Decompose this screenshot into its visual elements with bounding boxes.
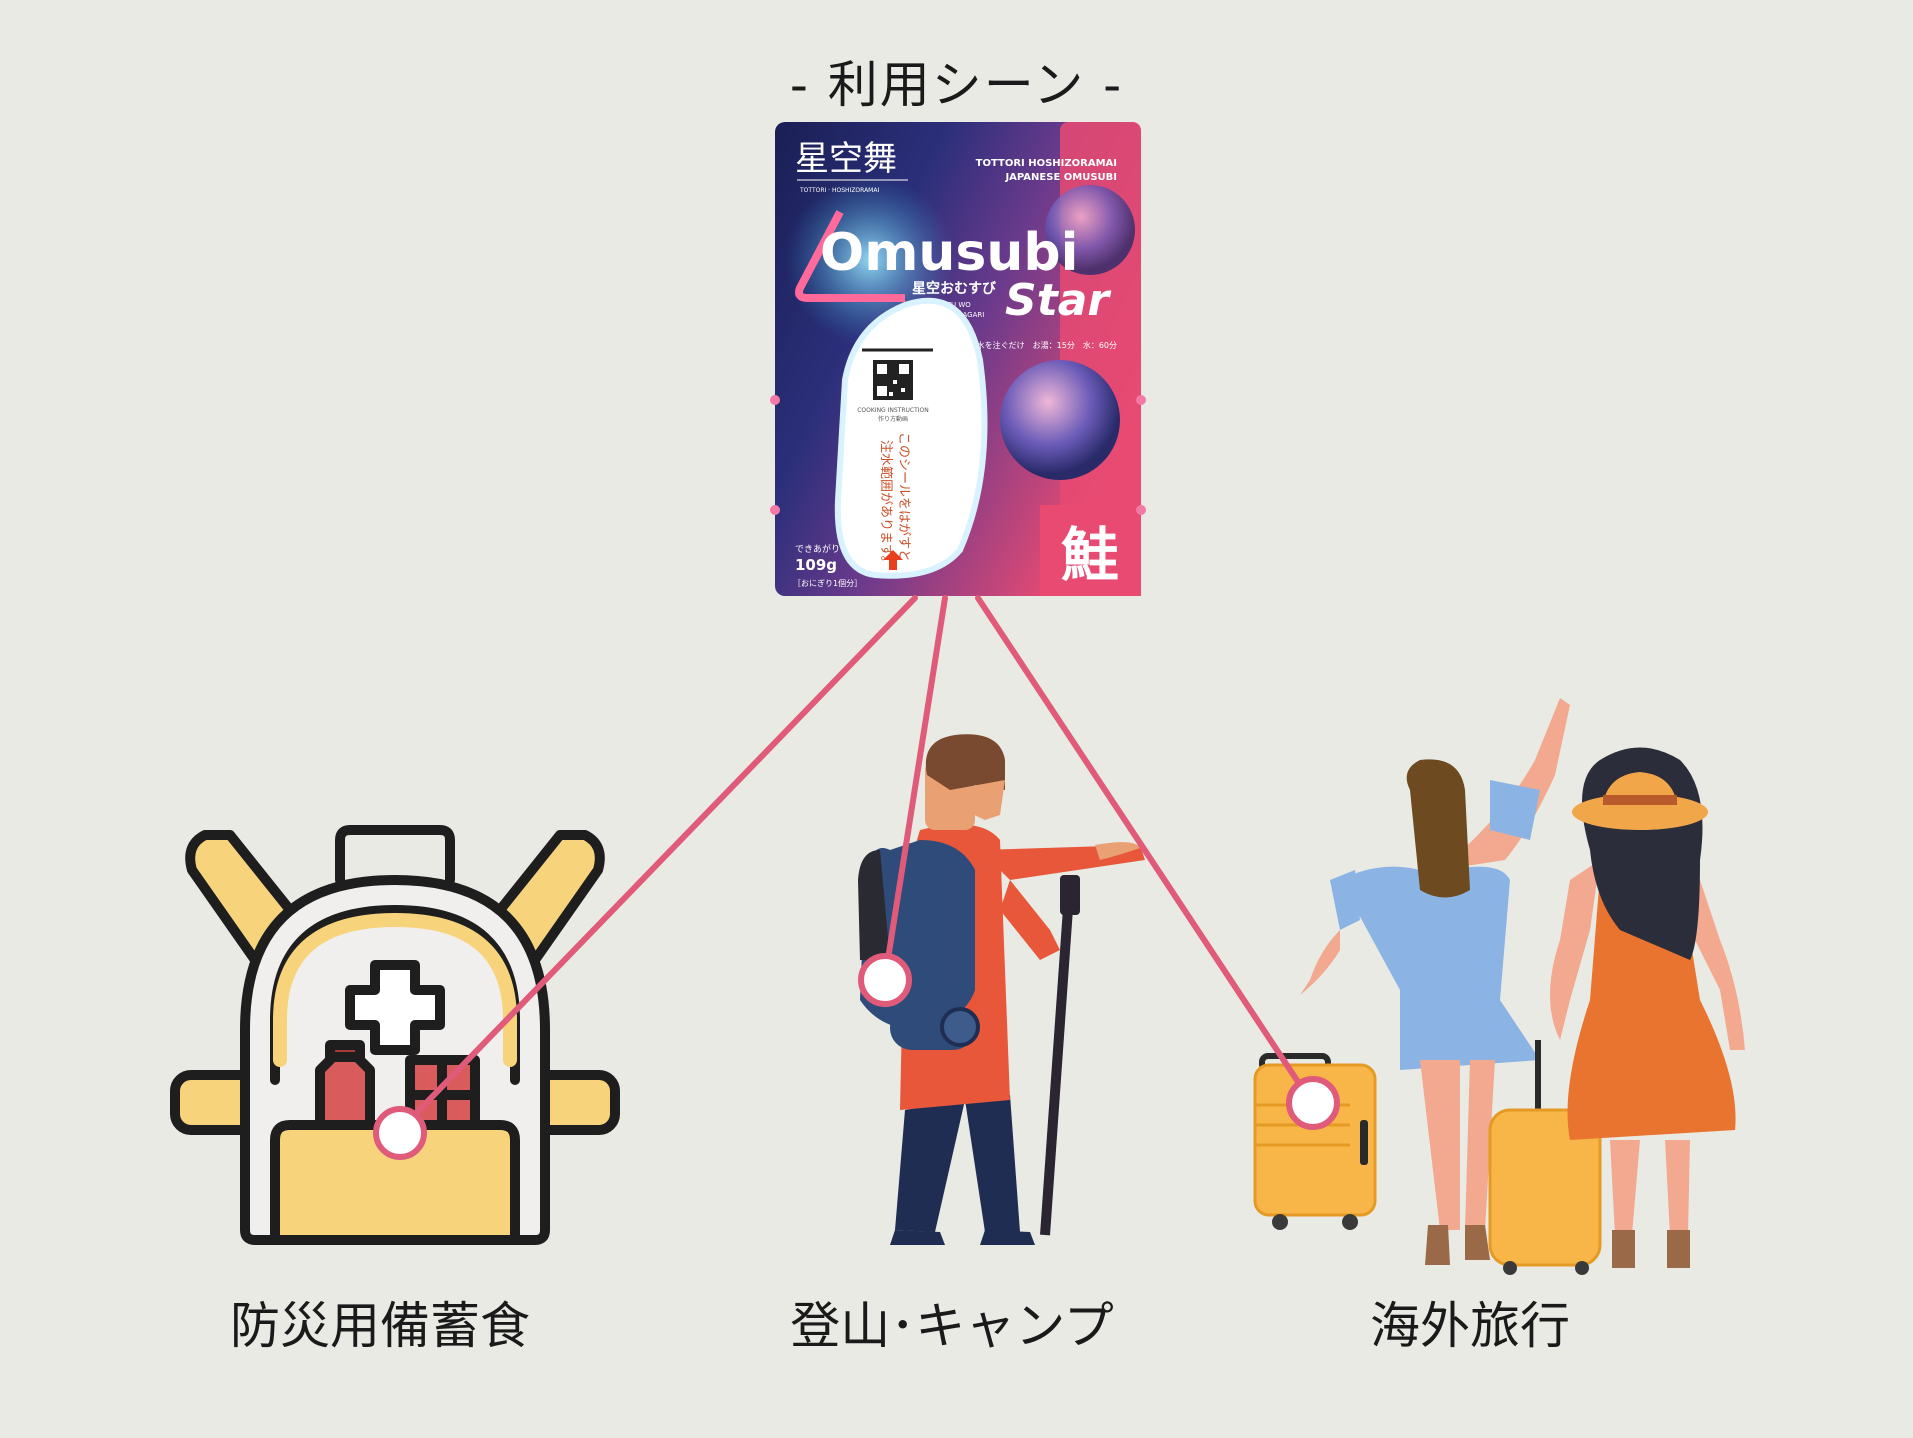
package-seal-line2: 注水範囲があります。 [878,440,893,569]
package-weight-label: できあがり [795,543,840,555]
onigiri-logo-icon [795,210,905,302]
package-cooking-en: COOKING INSTRUCTION [857,407,929,414]
package-name-star: Star [1005,275,1111,326]
package-weight: 109g [795,556,837,574]
package-weight-note: ［おにぎり1個分］ [793,578,862,588]
arrow-up-icon [883,550,903,570]
package-instructions: お湯か水を注ぐだけ お湯：15分 水：60分 [953,340,1117,350]
package-brand: 星空舞 [795,139,897,179]
marker-suitcase [1286,1076,1340,1130]
package-maker-line2: JAPANESE OMUSUBI [1004,172,1117,183]
caption-disaster-food: 防災用備蓄食 [230,1297,530,1355]
hiker-icon [858,734,1145,1245]
caption-hiking-camping: 登山･キャンプ [790,1297,1114,1355]
suitcase-icon [1253,1053,1377,1230]
package-cooking-jp: 作り方動画 [878,415,908,423]
package-maker-line1: TOTTORI HOSHIZORAMAI [976,158,1117,169]
marker-hiker [858,953,912,1007]
marker-backpack [373,1106,427,1160]
package-name: Omusubi [820,223,1078,283]
connector-lines [397,595,1313,1133]
qr-code-icon [873,360,913,400]
travelers-icon [1253,698,1745,1275]
package-flavor: 鮭 [1061,521,1119,589]
emergency-backpack-icon [170,825,620,1245]
caption-overseas-travel: 海外旅行 [1370,1297,1570,1355]
product-package: 星空舞 TOTTORI · HOSHIZORAMAI TOTTORI HOSHI… [770,122,1146,596]
package-jp-name: 星空おむすび [912,280,997,297]
package-brand-sub: TOTTORI · HOSHIZORAMAI [799,187,879,194]
page-title: - 利用シーン - [789,56,1124,114]
package-seal-line1: このシールをはがすと [896,432,911,562]
sun-hat-icon [1572,772,1708,830]
